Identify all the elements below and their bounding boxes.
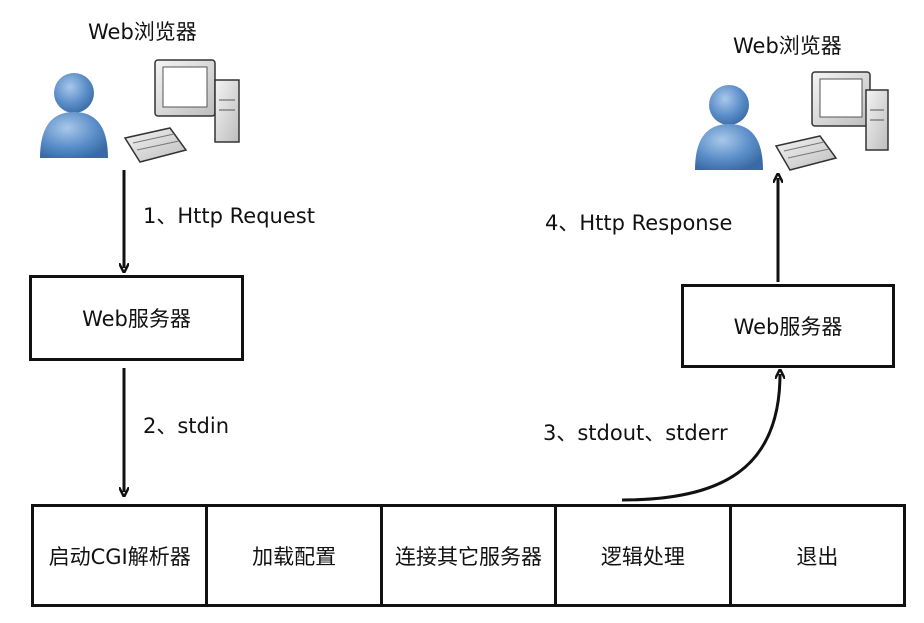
left-web-server-label: Web服务器 [82,307,191,331]
left-browser-title: Web浏览器 [88,20,197,44]
stage-connect-servers: 连接其它服务器 [383,507,558,604]
left-web-server-box: Web服务器 [29,275,244,361]
right-web-server-label: Web服务器 [733,315,843,339]
stage-logic-processing: 逻辑处理 [557,507,732,604]
right-browser-title: Web浏览器 [733,34,842,58]
cgi-stage-row: 启动CGI解析器 加载配置 连接其它服务器 逻辑处理 退出 [31,504,906,607]
left-computer-icon [123,59,240,163]
stage-start-cgi: 启动CGI解析器 [34,507,209,604]
left-user-icon [40,73,108,158]
stage-load-config: 加载配置 [208,507,383,604]
right-computer-icon [774,71,889,171]
right-user-icon [695,85,763,170]
right-web-server-box: Web服务器 [681,284,895,368]
step-stdin-label: 2、stdin [143,414,230,438]
step-response-label: 4、Http Response [545,211,733,235]
stage-exit: 退出 [796,544,839,569]
stdout-arrow [621,374,780,502]
step-stdout-label: 3、stdout、stderr [543,421,728,445]
step-request-label: 1、Http Request [143,204,315,228]
